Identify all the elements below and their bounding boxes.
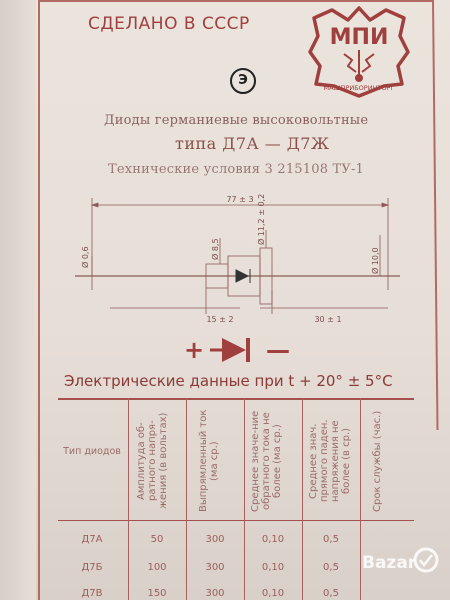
table-cell-voltage: 100	[147, 562, 167, 573]
dim-lead-length-right: 30 ± 1	[314, 315, 341, 324]
dim-lead-length-left: 15 ± 2	[206, 315, 233, 324]
column-header-reverse-current: Среднее значе-ние обратного тока не боле…	[250, 410, 283, 512]
table-cell-type: Д7Б	[81, 562, 103, 573]
watermark-text: Bazar	[362, 553, 417, 573]
electrical-data-title: Электрические данные при t + 20° ± 5°C	[64, 372, 393, 390]
table-cell-type: Д7А	[81, 534, 103, 545]
dim-overall-length: 77 ± 3	[226, 195, 253, 204]
table-cell-forward: 0,5	[323, 534, 339, 545]
table-column-divider	[360, 398, 361, 600]
logo-letters: МПИ	[330, 25, 389, 50]
mashpriborintorg-logo: МПИ МАШПРИБОРИНТОРГ	[308, 6, 410, 98]
dim-flange-diameter: Ø 11,2 ± 0,2	[256, 194, 266, 245]
bazar-watermark: Bazar	[362, 547, 439, 573]
table-cell-reverse: 0,10	[261, 534, 285, 545]
column-header-voltage: Амплитуда об-ратного напря-жения (в воль…	[136, 412, 169, 510]
paper-edge	[0, 0, 36, 600]
dim-body-diameter-small: Ø 8,5	[210, 238, 220, 260]
frame-border-right	[432, 0, 439, 430]
frame-border-left	[38, 0, 40, 600]
table-cell-current: 300	[205, 562, 225, 573]
document-title-line-2: типа Д7А — Д7Ж	[175, 134, 330, 153]
column-header-type: Тип диодов	[63, 446, 121, 457]
polarity-minus: —	[266, 336, 290, 364]
quality-mark-icon: Э	[230, 68, 256, 94]
table-cell-forward: 0,5	[323, 562, 339, 573]
table-cell-voltage: 150	[147, 588, 167, 599]
table-column-divider	[302, 398, 303, 600]
frame-border-top	[38, 0, 433, 2]
column-header-service-life: Срок службы (час.)	[372, 410, 383, 512]
table-cell-current: 300	[205, 534, 225, 545]
dim-lead-diameter: Ø 0,6	[80, 246, 90, 268]
diode-dimension-drawing: 77 ± 3 Ø 0,6 Ø 8,5 Ø 11,2 ± 0,2 Ø 10,0 1…	[75, 194, 400, 324]
document-title-line-1: Диоды германиевые высоковольтные	[104, 113, 369, 128]
column-header-forward-voltage: Среднее знач. прямого паден. напряжения …	[308, 419, 352, 503]
table-cell-type: Д7В	[81, 588, 103, 599]
table-cell-voltage: 50	[150, 534, 164, 545]
dim-body-diameter-large: Ø 10,0	[370, 247, 380, 274]
electrical-data-table: Тип диодов Амплитуда об-ратного напря-же…	[58, 398, 414, 600]
table-cell-reverse: 0,10	[261, 588, 285, 599]
table-cell-current: 300	[205, 588, 225, 599]
table-column-divider	[244, 398, 245, 600]
table-column-divider	[128, 398, 129, 600]
polarity-plus: +	[184, 336, 204, 364]
logo-subtitle: МАШПРИБОРИНТОРГ	[324, 84, 395, 92]
table-top-rule	[58, 398, 414, 400]
table-cell-reverse: 0,10	[261, 562, 285, 573]
table-column-divider	[186, 398, 187, 600]
column-header-current: Выпрямленный ток (ма ср.)	[198, 409, 220, 513]
polarity-symbol: + —	[184, 336, 290, 364]
made-in-ussr-label: СДЕЛАНО В СССР	[88, 14, 250, 34]
table-cell-forward: 0,5	[323, 588, 339, 599]
document-title-line-3: Технические условия 3 215108 ТУ-1	[108, 162, 365, 177]
table-header-rule	[58, 520, 414, 521]
